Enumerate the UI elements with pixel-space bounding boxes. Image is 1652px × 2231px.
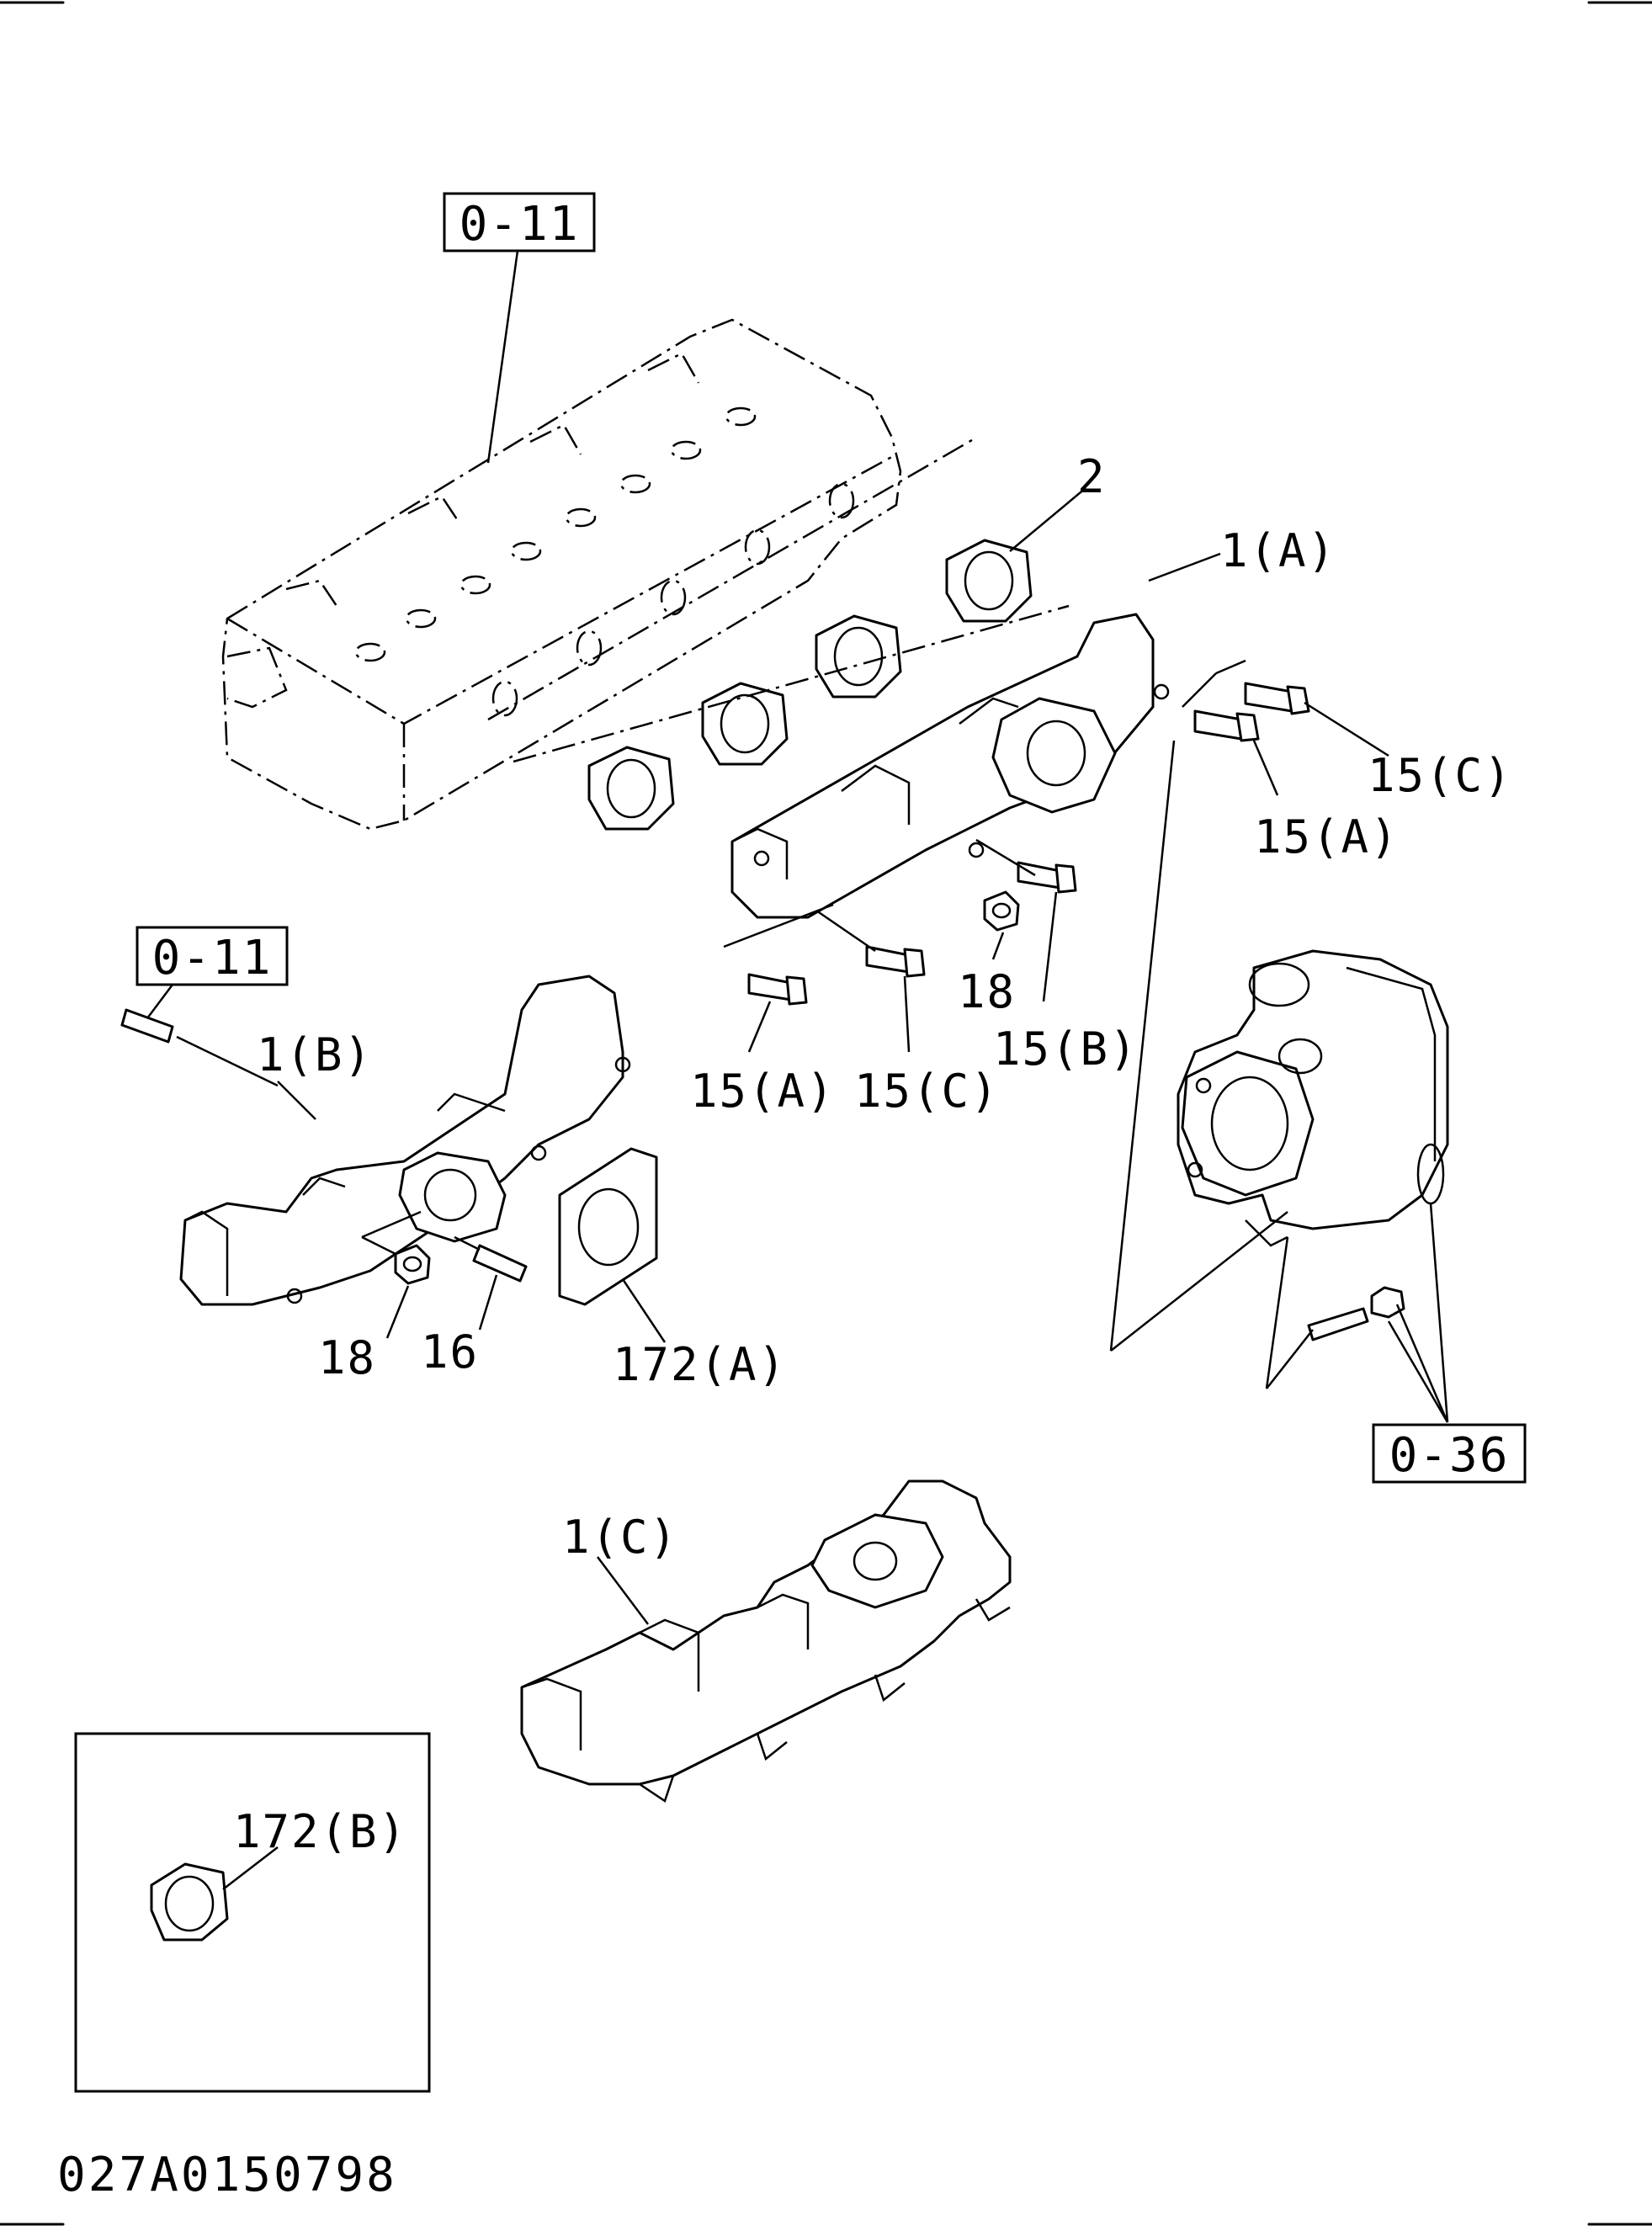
label-manifold-1c: 1(C) xyxy=(562,1511,678,1564)
exhaust-manifold-b xyxy=(179,975,631,1306)
ref-label-turbo: 0-36 xyxy=(1389,1428,1510,1483)
leader-lines-a xyxy=(747,487,1389,1053)
label-manifold-1b: 1(B) xyxy=(257,1028,373,1081)
label-manifold-1a: 1(A) xyxy=(1220,524,1336,577)
ref-box-top xyxy=(443,192,596,464)
label-bolt-15c-bottom: 15(C) xyxy=(854,1065,1000,1118)
exhaust-manifold-a xyxy=(723,613,1170,948)
ref-label-left: 0-11 xyxy=(152,931,273,985)
label-bolt-15a-bottom: 15(A) xyxy=(690,1065,836,1118)
leader-1b xyxy=(277,1081,316,1120)
label-gasket-172b: 172(B) xyxy=(233,1805,407,1858)
fasteners-manifold-b xyxy=(361,1210,528,1339)
label-nut-18-center: 18 xyxy=(958,965,1016,1018)
leader-ref-left xyxy=(146,984,173,1019)
gasket-172a xyxy=(558,1147,667,1343)
stud-pin xyxy=(120,1008,279,1087)
label-bolt-15a-right: 15(A) xyxy=(1254,810,1400,863)
turbocharger xyxy=(1177,949,1449,1341)
label-bolt-15b: 15(B) xyxy=(993,1023,1139,1076)
drawing-code: 027A0150798 xyxy=(57,2148,397,2202)
label-stud-16: 16 xyxy=(421,1325,479,1378)
label-nut-18-left: 18 xyxy=(318,1331,376,1384)
manifold-gaskets xyxy=(487,436,1070,831)
ref-label-top: 0-11 xyxy=(459,197,580,252)
exhaust-manifold-c xyxy=(520,1479,1012,1803)
leader-1c xyxy=(597,1556,649,1625)
label-bolt-15c-right: 15(C) xyxy=(1368,749,1513,802)
leader-lines-turbo xyxy=(1109,740,1449,1423)
ref-box-turbo xyxy=(1372,1423,1527,1484)
bolts-manifold-a xyxy=(747,682,1310,1006)
ref-box-left xyxy=(135,926,289,986)
label-gasket-2: 2 xyxy=(1077,450,1107,503)
label-gasket-172a: 172(A) xyxy=(613,1338,787,1391)
inset-box-172b xyxy=(74,1732,431,2093)
cylinder-head-outline xyxy=(221,318,902,831)
